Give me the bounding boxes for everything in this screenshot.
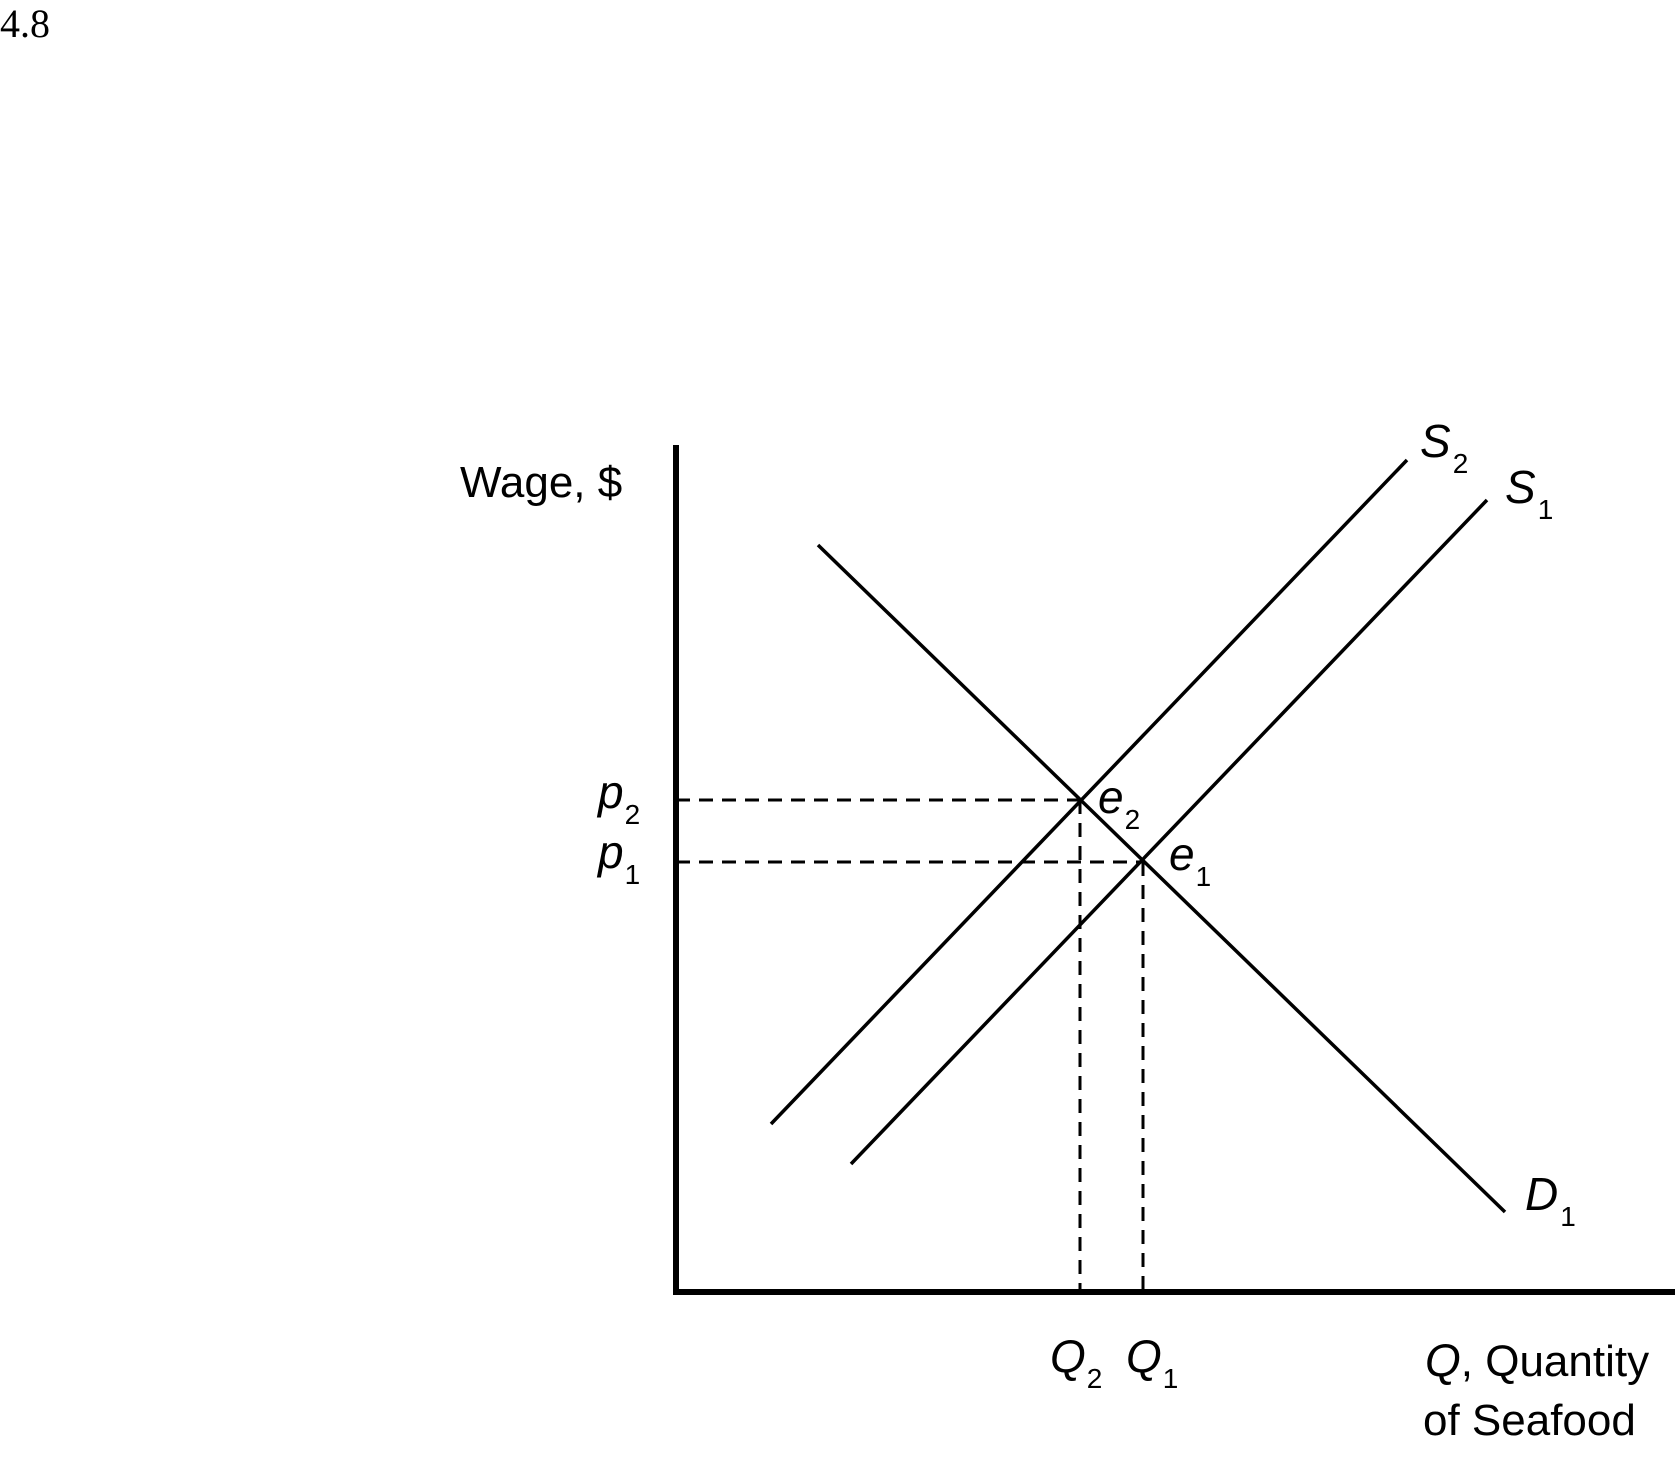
s2-label: S2 [1420,415,1468,479]
e2-subscript: 2 [1125,804,1141,835]
s1-symbol: S [1505,461,1536,513]
e1-label: e1 [1169,828,1211,892]
p1-label: p1 [596,826,640,890]
e2-label: e2 [1098,771,1140,835]
q2-subscript: 2 [1087,1363,1103,1394]
s2-symbol: S [1420,415,1451,467]
x-axis-variable: Q [1425,1334,1461,1386]
e1-symbol: e [1169,828,1195,880]
figure-number: 4.8 [0,1,50,46]
q1-label: Q1 [1126,1330,1178,1394]
y-axis-title: Wage, $ [460,458,622,507]
x-axis-title-line1: Q, Quantity [1425,1334,1649,1386]
d1-symbol: D [1525,1168,1558,1220]
q1-symbol: Q [1126,1330,1162,1382]
demand-curve-d1 [816,543,1507,1214]
e1-subscript: 1 [1196,861,1212,892]
x-axis-title-rest: , Quantity [1461,1337,1649,1386]
p1-subscript: 1 [625,859,641,890]
p2-symbol: p [596,766,624,818]
x-axis-title-line2: of Seafood [1423,1396,1636,1445]
q1-subscript: 1 [1163,1363,1179,1394]
d1-subscript: 1 [1560,1201,1576,1232]
supply-curve-s2 [769,458,1409,1126]
s2-subscript: 2 [1453,448,1469,479]
p1-symbol: p [596,826,624,878]
supply-curve-s1 [849,498,1489,1166]
q2-symbol: Q [1050,1330,1086,1382]
s1-subscript: 1 [1538,494,1554,525]
p2-subscript: 2 [625,799,641,830]
s1-label: S1 [1505,461,1553,525]
q2-label: Q2 [1050,1330,1102,1394]
p2-label: p2 [596,766,640,830]
d1-label: D1 [1525,1168,1576,1232]
e2-symbol: e [1098,771,1124,823]
